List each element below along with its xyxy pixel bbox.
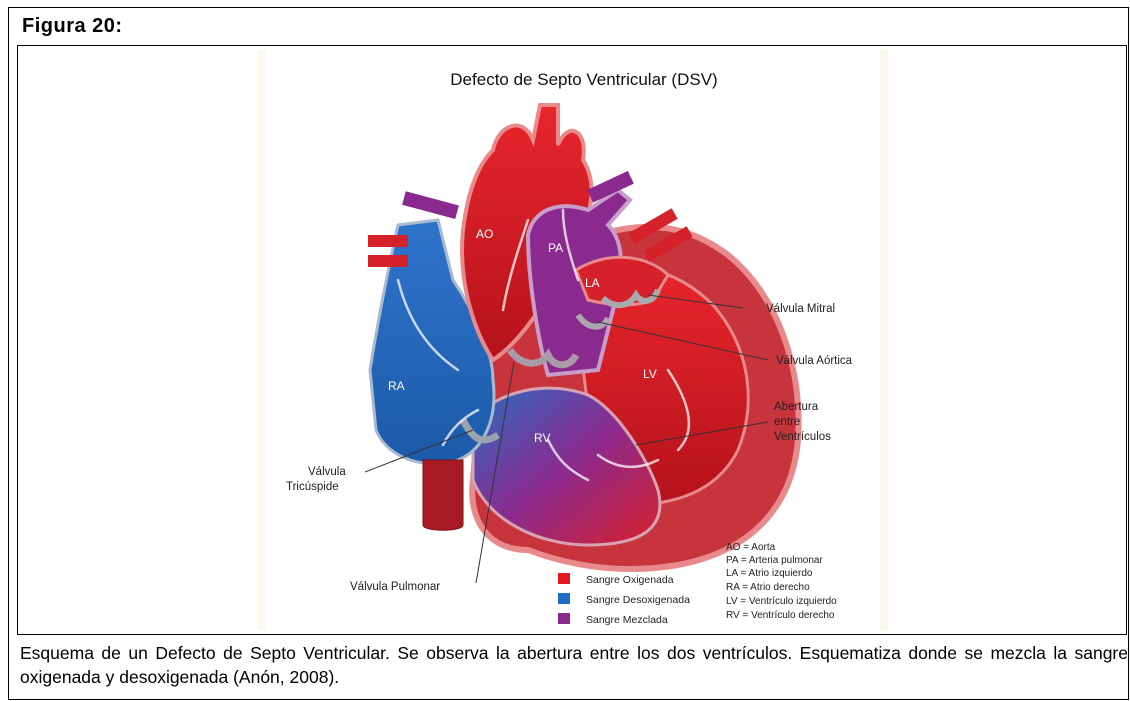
label-ao: AO	[476, 227, 493, 241]
inferior-vena-cava	[423, 460, 463, 530]
callout-abertura-3: Ventrículos	[774, 431, 831, 443]
figure-caption: Esquema de un Defecto de Septo Ventricul…	[20, 641, 1128, 689]
legend-label-desoxigenada: Sangre Desoxigenada	[586, 594, 690, 606]
figure-label: Figura 20:	[22, 15, 123, 38]
abbr-ao: AO = Aorta	[726, 542, 776, 553]
legend-swatch-oxigenada	[558, 573, 570, 584]
callout-valvula-aortica: Válvula Aórtica	[776, 355, 853, 367]
legend-swatch-mezclada	[558, 613, 570, 624]
label-pa: PA	[548, 241, 563, 255]
legend-label-oxigenada: Sangre Oxigenada	[586, 574, 674, 586]
heart-diagram: Defecto de Septo Ventricular (DSV) AO PA…	[258, 50, 888, 630]
diagram-title: Defecto de Septo Ventricular (DSV)	[450, 70, 717, 89]
callout-tricuspide-1: Válvula	[308, 466, 346, 478]
label-lv: LV	[643, 367, 657, 381]
callout-tricuspide-2: Tricúspide	[286, 481, 339, 493]
legend-label-mezclada: Sangre Mezclada	[586, 614, 668, 626]
callout-valvula-pulmonar: Válvula Pulmonar	[350, 581, 440, 593]
abbr-pa: PA = Arteria pulmonar	[726, 555, 823, 566]
callout-abertura-1: Abertura	[774, 401, 819, 413]
callout-valvula-mitral: Válvula Mitral	[766, 303, 835, 315]
callout-abertura-2: entre	[774, 416, 800, 428]
legend-swatch-desoxigenada	[558, 593, 570, 604]
abbr-lv: LV = Ventrículo izquierdo	[726, 596, 837, 607]
abbr-rv: RV = Ventrículo derecho	[726, 610, 835, 621]
abbr-la: LA = Atrio izquierdo	[726, 568, 813, 579]
abbr-ra: RA = Atrio derecho	[726, 582, 810, 593]
label-la: LA	[585, 276, 600, 290]
label-rv: RV	[534, 431, 550, 445]
label-ra: RA	[388, 379, 405, 393]
